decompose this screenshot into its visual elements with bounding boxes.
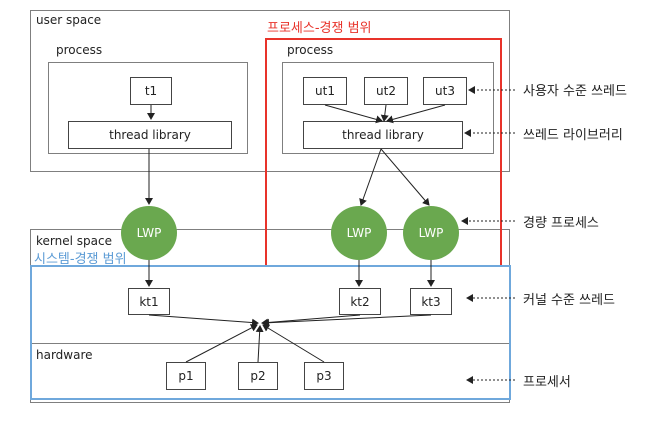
kernel-thread-kt3: kt3 (410, 288, 452, 315)
thread-ut1: ut1 (303, 77, 347, 105)
annotation-kernel-level-thread: 커널 수준 쓰레드 (523, 293, 615, 308)
dashed-pointers (461, 86, 515, 384)
p2-to-dispatch (255, 325, 264, 363)
lwp-middle: LWP (331, 206, 387, 260)
thread-ut3: ut3 (423, 77, 467, 105)
thread-library-left: thread library (68, 121, 232, 149)
process-right-label: process (287, 43, 334, 57)
process-right-box (282, 62, 494, 154)
ut3-to-library (386, 104, 446, 124)
processor-p1: p1 (166, 362, 206, 390)
ut1-to-library (324, 104, 383, 124)
processor-p2: p2 (238, 362, 278, 390)
library-to-lwp-right (380, 148, 430, 206)
solid-arrows (145, 104, 446, 363)
thread-library-right: thread library (303, 121, 463, 149)
user-space-label: user space (36, 13, 102, 27)
process-contention-scope-label: 프로세스-경쟁 범위 (267, 21, 372, 36)
kernel-space-label: kernel space (36, 234, 112, 248)
kt1-to-dispatch (148, 314, 259, 327)
library-to-lwp-middle (359, 148, 382, 206)
kernel-thread-kt2: kt2 (339, 288, 381, 315)
lwp-left: LWP (121, 206, 177, 260)
process-left-box (48, 62, 248, 154)
annotation-thread-library: 쓰레드 라이브러리 (523, 128, 623, 143)
p3-to-dispatch (262, 324, 325, 363)
p1-to-dispatch (185, 324, 258, 363)
thread-ut2: ut2 (364, 77, 408, 105)
processor-p3: p3 (304, 362, 344, 390)
lwp-right: LWP (403, 206, 459, 260)
kt3-to-dispatch (262, 314, 432, 327)
annotation-lightweight-process: 경량 프로세스 (523, 216, 599, 231)
kernel-thread-kt1: kt1 (128, 288, 170, 315)
system-contention-scope-label: 시스템-경쟁 범위 (34, 252, 127, 267)
thread-t1: t1 (130, 77, 172, 105)
hardware-label: hardware (36, 348, 93, 362)
process-left-label: process (56, 43, 103, 57)
ut2-to-library (380, 104, 389, 122)
system-contention-scope-box (30, 265, 511, 400)
user-space-region (30, 10, 510, 172)
kt2-to-dispatch (261, 314, 361, 327)
annotation-user-level-thread: 사용자 수준 쓰레드 (523, 84, 627, 99)
annotation-processor: 프로세서 (523, 375, 571, 390)
